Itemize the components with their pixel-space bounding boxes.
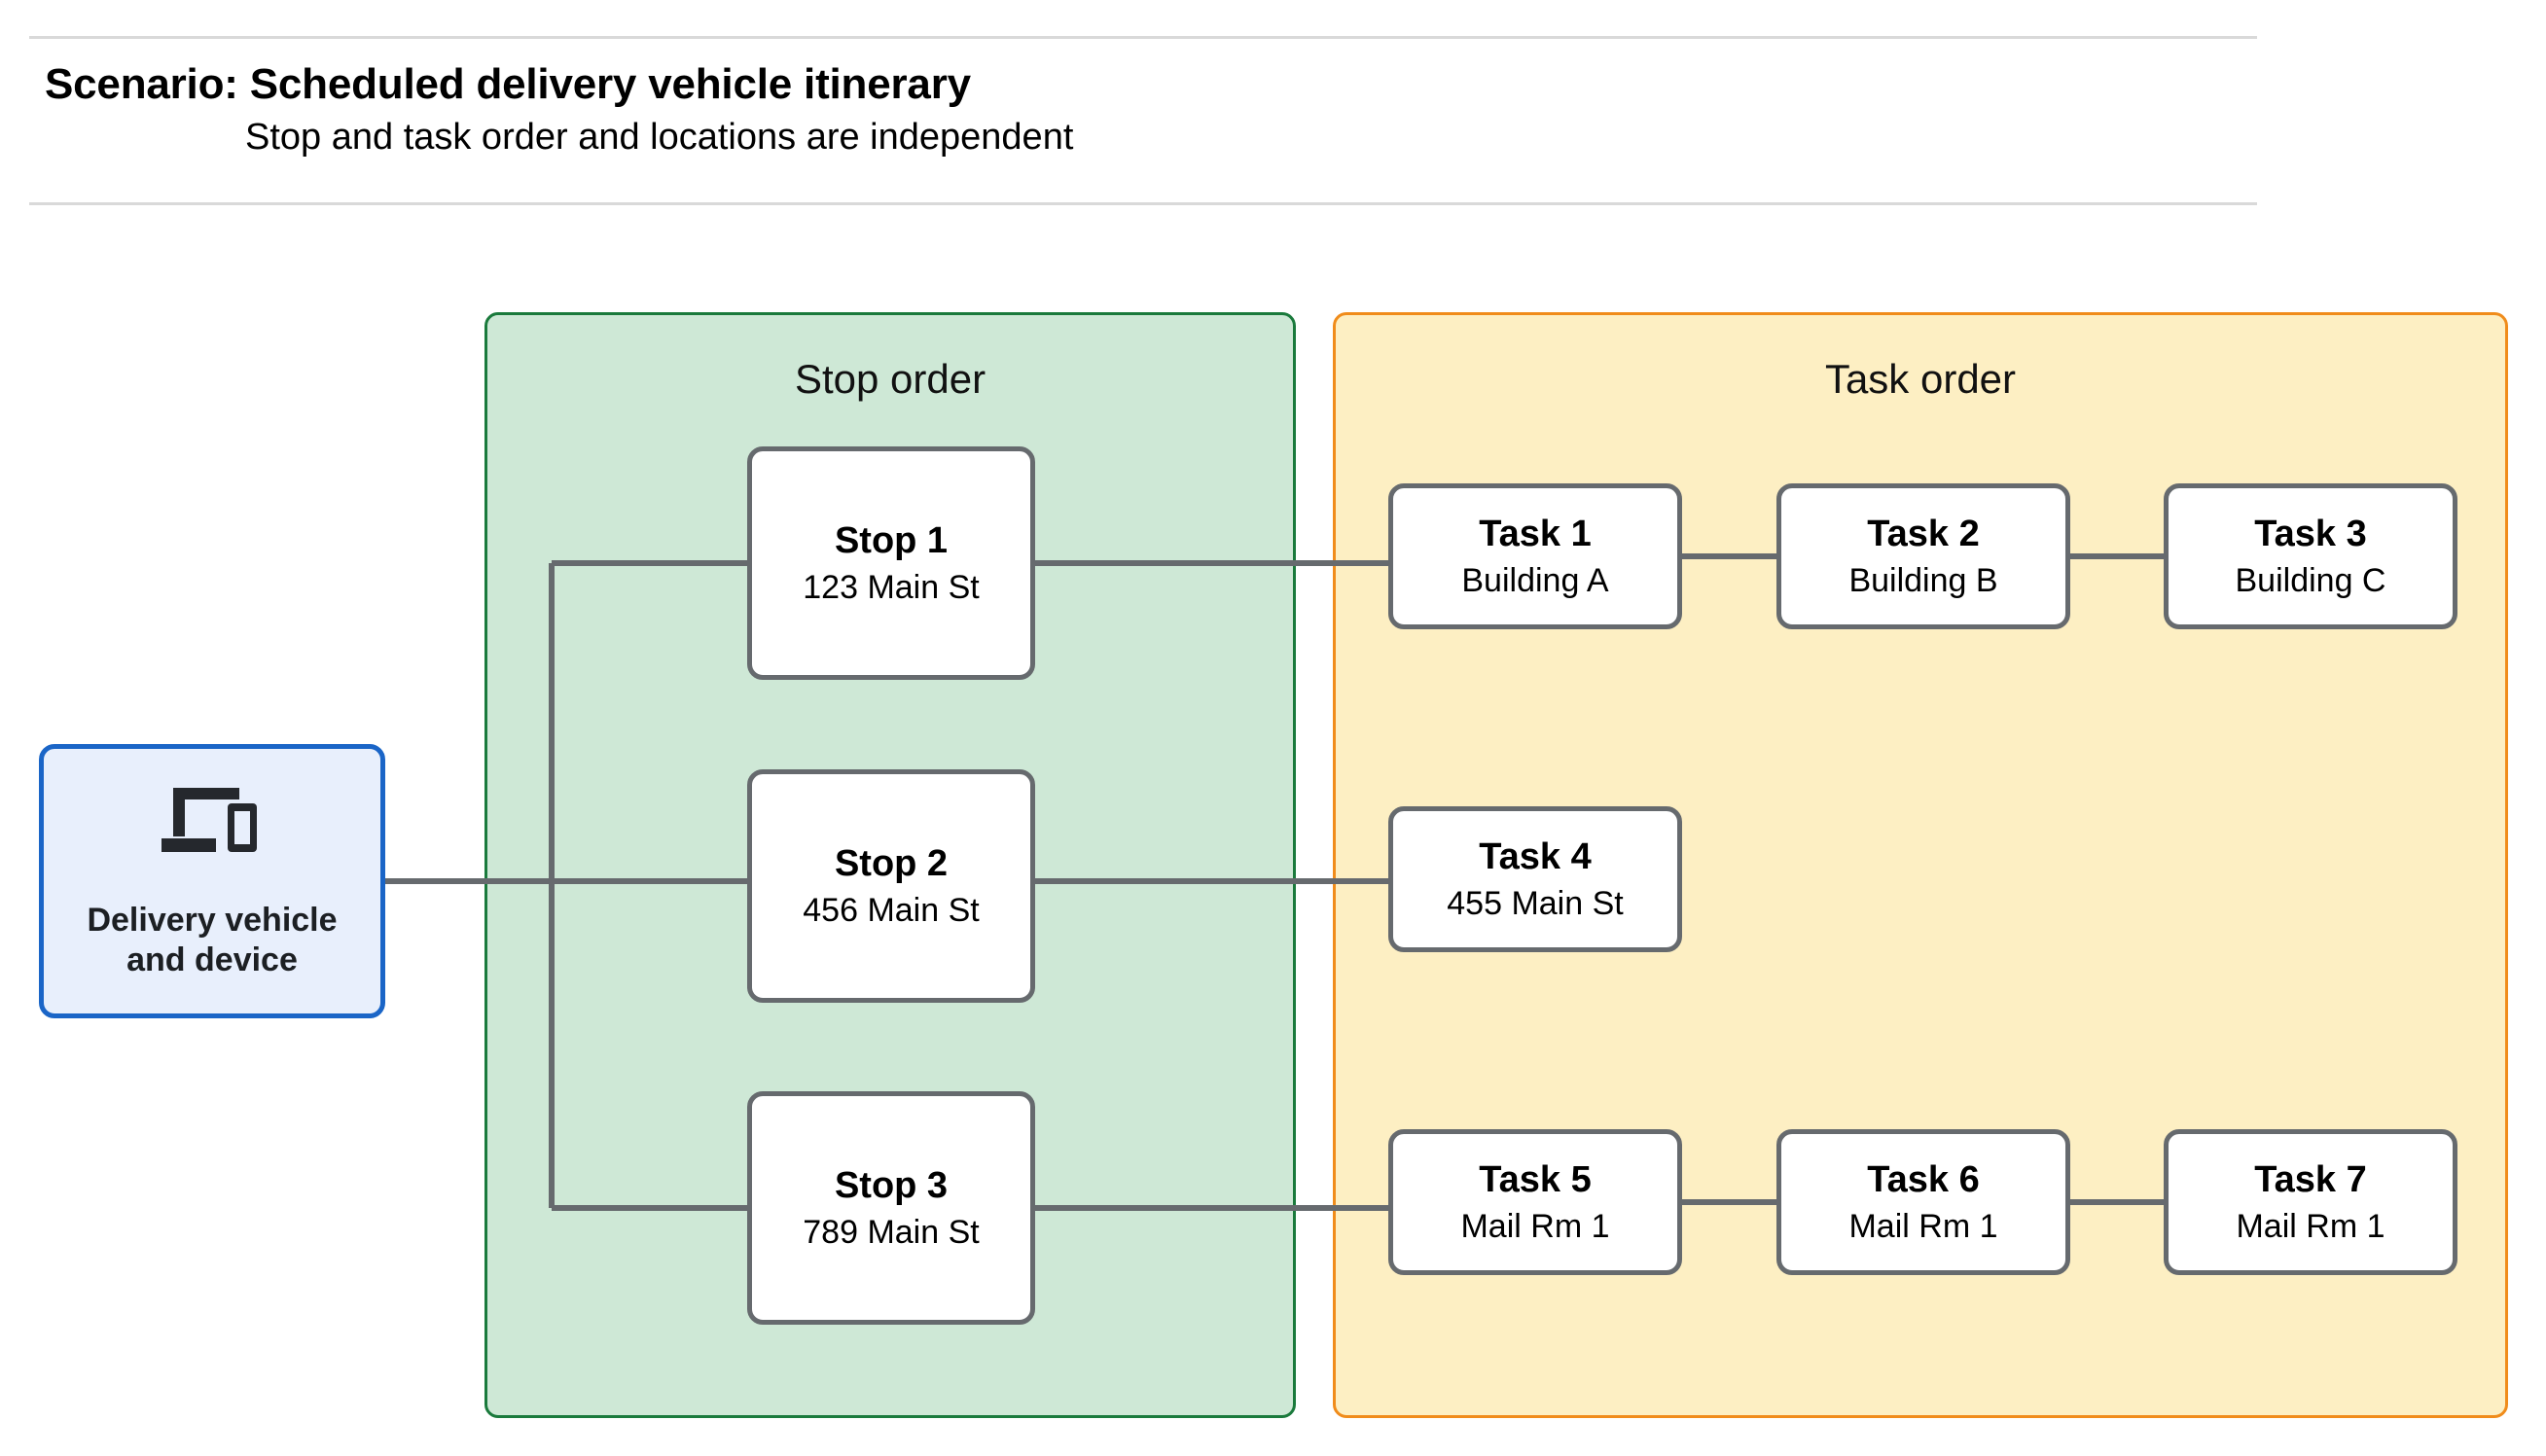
stop-card[interactable]: Stop 3 789 Main St [747,1091,1035,1325]
stop-order-panel-title: Stop order [794,356,986,402]
task-card[interactable]: Task 6 Mail Rm 1 [1776,1129,2070,1275]
stop-card-title: Stop 3 [834,1165,949,1207]
task-card-location: Building B [1848,561,1998,599]
stop-card-title: Stop 1 [834,520,949,562]
task-card[interactable]: Task 7 Mail Rm 1 [2164,1129,2457,1275]
task-card-location: Mail Rm 1 [1460,1207,1610,1245]
task-card-title: Task 4 [1479,836,1592,878]
task-card-location: Building A [1461,561,1609,599]
task-card[interactable]: Task 4 455 Main St [1388,806,1682,952]
stop-card-location: 123 Main St [803,568,980,606]
devices-icon [161,787,257,852]
delivery-vehicle-label: Delivery vehicle and device [87,901,338,978]
task-card[interactable]: Task 3 Building C [2164,483,2457,629]
task-card[interactable]: Task 2 Building B [1776,483,2070,629]
stop-card-title: Stop 2 [834,843,949,885]
task-card-location: Building C [2235,561,2386,599]
delivery-vehicle-node[interactable]: Delivery vehicle and device [39,744,385,1018]
stop-card-location: 789 Main St [803,1213,980,1251]
stop-card-location: 456 Main St [803,891,980,929]
header-divider-top [29,36,2257,39]
task-card-title: Task 5 [1479,1159,1592,1201]
page-subtitle: Stop and task order and locations are in… [245,117,1074,158]
header-divider-bottom [29,202,2257,205]
task-card-title: Task 6 [1867,1159,1980,1201]
stop-card[interactable]: Stop 1 123 Main St [747,446,1035,680]
stop-card[interactable]: Stop 2 456 Main St [747,769,1035,1003]
task-card-location: Mail Rm 1 [2236,1207,2385,1245]
task-card-title: Task 7 [2254,1159,2367,1201]
task-card[interactable]: Task 1 Building A [1388,483,1682,629]
task-card[interactable]: Task 5 Mail Rm 1 [1388,1129,1682,1275]
task-card-title: Task 3 [2254,514,2367,555]
task-order-panel-title: Task order [1824,356,2017,402]
task-card-location: 455 Main St [1447,884,1624,922]
task-card-location: Mail Rm 1 [1848,1207,1998,1245]
page-title: Scenario: Scheduled delivery vehicle iti… [45,60,971,108]
task-card-title: Task 1 [1479,514,1592,555]
task-card-title: Task 2 [1867,514,1980,555]
